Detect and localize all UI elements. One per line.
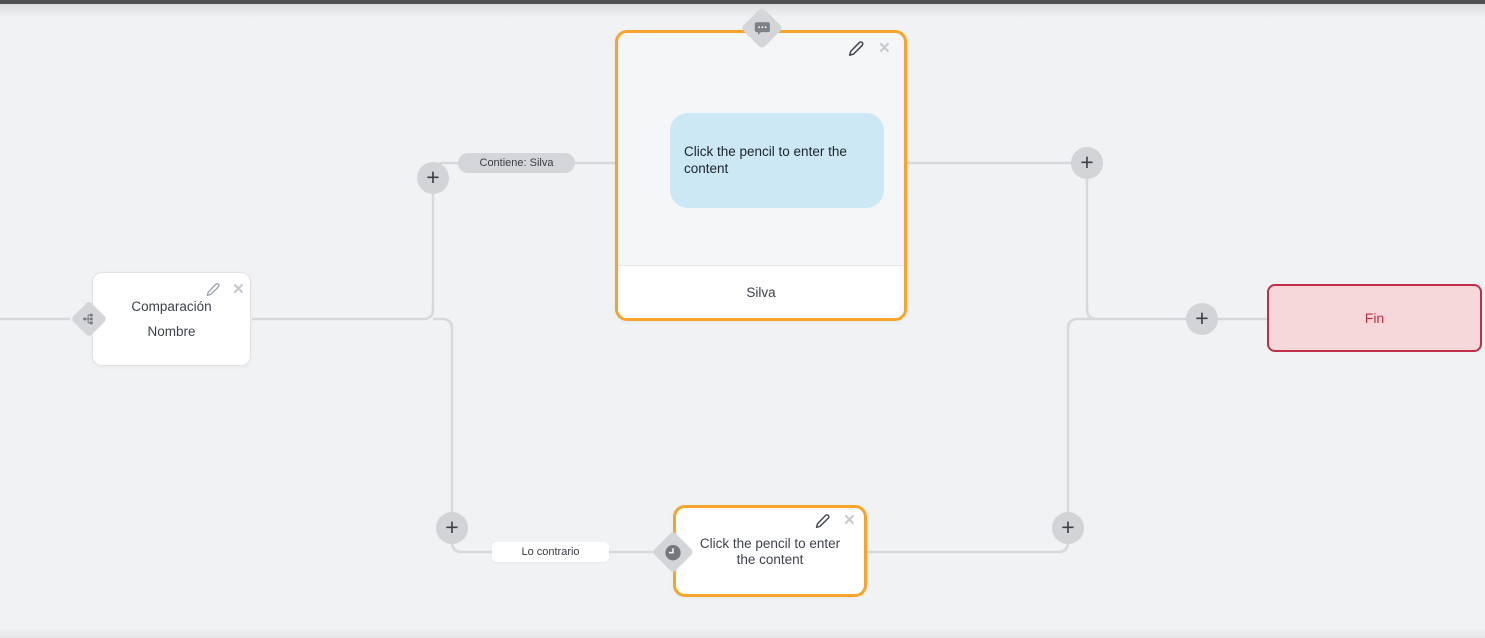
close-icon[interactable]: × [843, 510, 855, 531]
add-node-button-after-delay[interactable]: + [1052, 512, 1084, 544]
message-node[interactable]: × Click the pencil to enter the content … [615, 6, 907, 321]
edge-label-false[interactable]: Lo contrario [492, 542, 609, 562]
connector-message-to-merge [907, 161, 1098, 321]
message-bubble: Click the pencil to enter the content [670, 113, 884, 208]
add-node-button-before-end[interactable]: + [1186, 303, 1218, 335]
connector-false-branch [433, 317, 659, 554]
delay-node[interactable]: × Click the pencil to enter the content [651, 505, 867, 597]
connector-delay-to-end [867, 317, 1267, 554]
pencil-icon[interactable] [847, 40, 864, 57]
edge-label-true[interactable]: Contiene: Silva [458, 153, 575, 173]
message-type-badge [740, 6, 784, 50]
message-footer: Silva [618, 265, 904, 318]
close-icon[interactable]: × [878, 38, 890, 59]
add-node-button-after-message[interactable]: + [1071, 147, 1103, 179]
toolbar-edge [0, 0, 1485, 4]
add-node-button-false-branch[interactable]: + [436, 512, 468, 544]
end-node-label: Fin [1364, 310, 1385, 326]
pencil-icon[interactable] [814, 513, 830, 529]
condition-title-line2: Nombre [147, 324, 196, 339]
chat-bubble-icon [754, 20, 771, 36]
add-node-button-true-branch[interactable]: + [417, 162, 449, 194]
condition-node[interactable]: × Comparación Nombre [70, 272, 251, 366]
condition-type-badge [70, 300, 108, 338]
pencil-icon[interactable] [205, 282, 220, 297]
clock-icon [665, 544, 682, 561]
close-icon[interactable]: × [232, 279, 244, 300]
sitemap-icon [82, 312, 96, 326]
delay-type-badge [651, 530, 695, 574]
delay-node-text: Click the pencil to enter the content [699, 536, 841, 568]
condition-title-line1: Comparación [131, 299, 212, 314]
end-node[interactable]: Fin [1267, 284, 1482, 352]
